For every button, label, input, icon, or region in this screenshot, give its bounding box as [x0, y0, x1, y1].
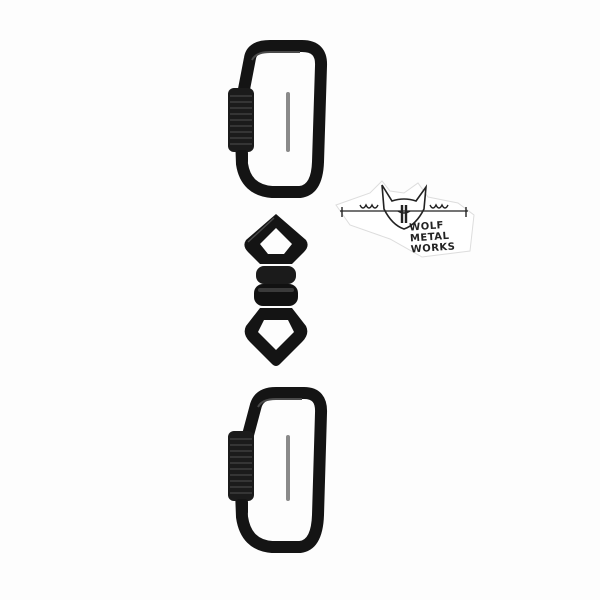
swivel [244, 214, 308, 366]
carabiner-bottom [228, 387, 328, 553]
wolf-metal-works-sticker: WOLF METAL WORKS [330, 175, 480, 260]
carabiner-top [228, 40, 328, 198]
wolf-logo-icon [335, 180, 475, 258]
sticker-brand-text: WOLF METAL WORKS [409, 219, 456, 255]
